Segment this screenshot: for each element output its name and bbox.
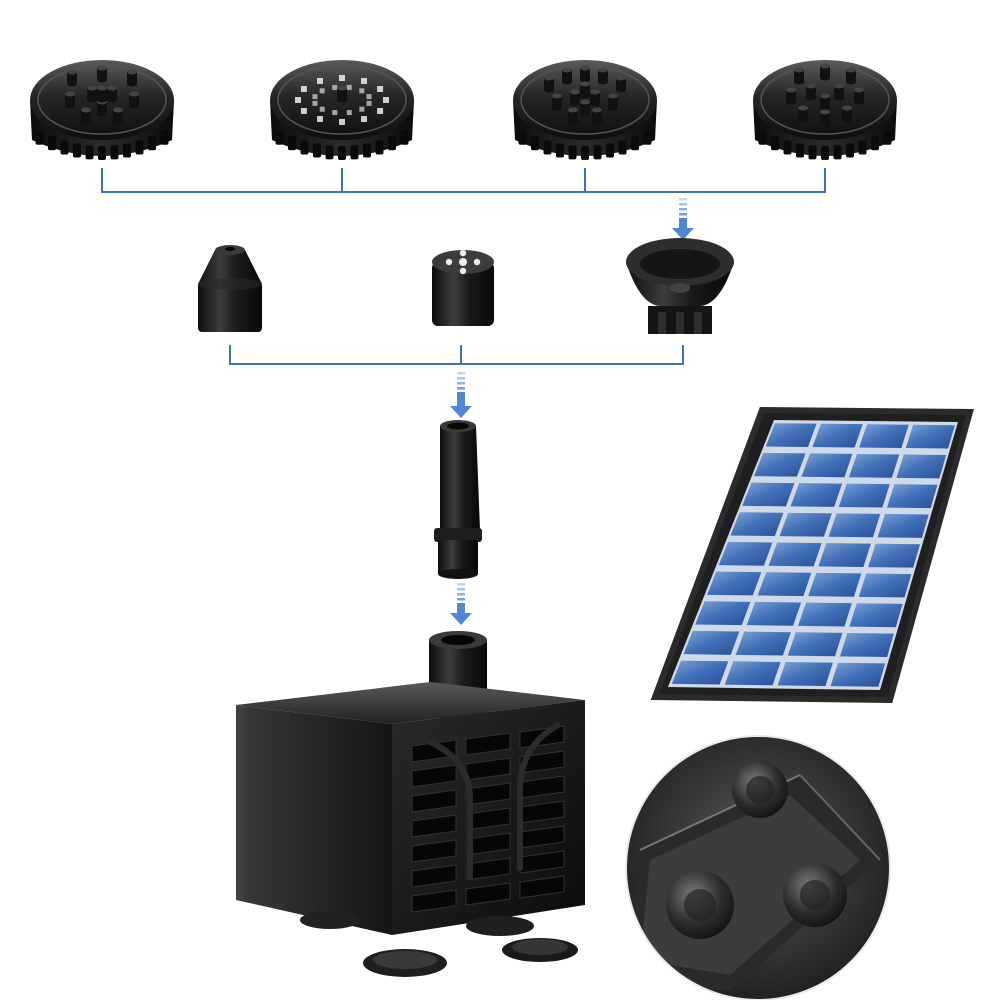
adapters-row xyxy=(198,238,734,334)
nozzle-head-2 xyxy=(270,60,414,160)
suction-cup-zoom-inset xyxy=(625,735,891,1000)
four-hole-adapter xyxy=(432,249,494,326)
nozzle-head-1 xyxy=(30,60,174,160)
flow-arrows xyxy=(450,198,694,625)
arrow-to-suction-adapter xyxy=(672,198,694,240)
nozzle-heads-row xyxy=(30,60,897,160)
extension-tube xyxy=(434,420,482,579)
water-pump xyxy=(236,631,585,977)
connector-lines xyxy=(101,168,826,365)
arrow-to-pump-outlet xyxy=(450,583,472,625)
arrow-to-extension-tube xyxy=(450,372,472,418)
intake-grille xyxy=(411,721,565,913)
nozzle-head-3 xyxy=(513,60,657,160)
nozzle-head-4 xyxy=(753,60,897,160)
single-jet-adapter xyxy=(198,245,262,332)
solar-panel xyxy=(650,406,974,704)
suction-cup-adapter xyxy=(626,238,734,334)
